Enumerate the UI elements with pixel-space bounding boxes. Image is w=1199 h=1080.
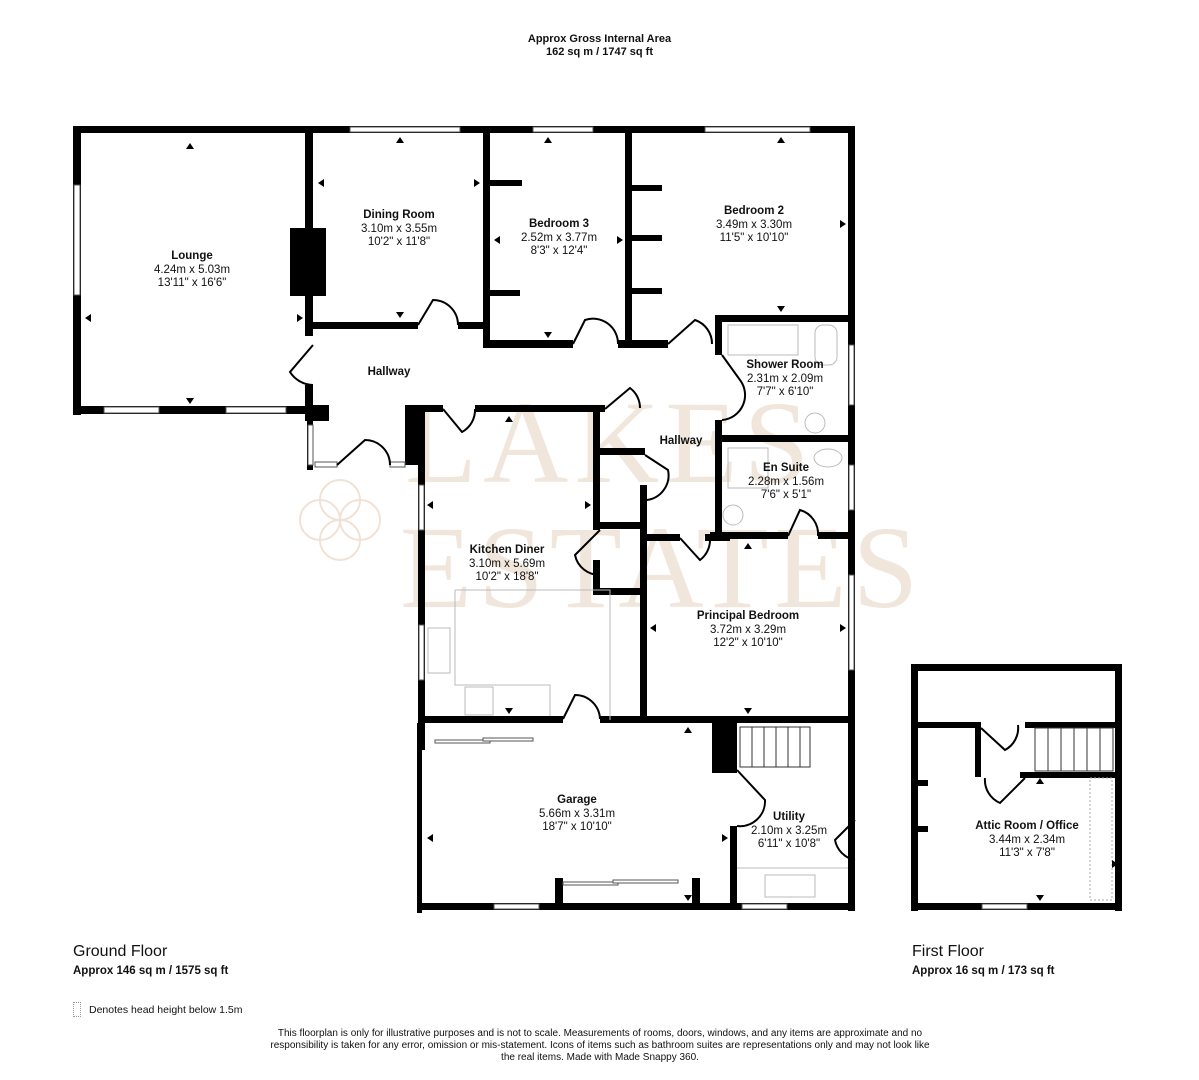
room-en-suite: En Suite 2.28m x 1.56m 7'6" x 5'1" bbox=[748, 462, 824, 503]
room-imperial: 6'11" x 10'8" bbox=[757, 838, 821, 850]
head-height-legend: Denotes head height below 1.5m bbox=[73, 1002, 243, 1017]
room-name: Utility bbox=[773, 811, 805, 823]
room-metric: 5.66m x 3.31m bbox=[538, 807, 616, 820]
room-imperial: 8'3" x 12'4" bbox=[530, 245, 588, 257]
ground-floor-title: Ground Floor bbox=[73, 943, 168, 960]
room-attic-office: Attic Room / Office 3.44m x 2.34m 11'3" … bbox=[975, 820, 1079, 861]
room-imperial: 13'11" x 16'6" bbox=[157, 277, 227, 289]
room-principal-bedroom: Principal Bedroom 3.72m x 3.29m 12'2" x … bbox=[697, 610, 799, 651]
room-metric: 2.52m x 3.77m bbox=[520, 231, 598, 244]
room-metric: 3.10m x 3.55m bbox=[360, 222, 438, 235]
room-name: En Suite bbox=[762, 462, 810, 474]
room-shower-room: Shower Room 2.31m x 2.09m 7'7" x 6'10" bbox=[746, 359, 823, 400]
first-floor-area: Approx 16 sq m / 173 sq ft bbox=[912, 965, 1055, 977]
room-name: Hallway bbox=[659, 435, 703, 447]
gross-area-value: 162 sq m / 1747 sq ft bbox=[546, 46, 653, 58]
ground-floor-caption: Ground Floor Approx 146 sq m / 1575 sq f… bbox=[73, 943, 228, 977]
room-metric: 4.24m x 5.03m bbox=[153, 263, 231, 276]
room-metric: 2.28m x 1.56m bbox=[747, 475, 825, 488]
room-metric: 3.72m x 3.29m bbox=[709, 623, 787, 636]
room-imperial: 7'6" x 5'1" bbox=[760, 489, 812, 501]
room-bedroom-3: Bedroom 3 2.52m x 3.77m 8'3" x 12'4" bbox=[521, 218, 597, 259]
room-name: Hallway bbox=[367, 366, 411, 378]
dotted-box-icon bbox=[73, 1002, 81, 1017]
room-imperial: 11'5" x 10'10" bbox=[719, 232, 789, 244]
room-hallway-2: Hallway bbox=[660, 435, 703, 449]
room-imperial: 18'7" x 10'10" bbox=[542, 821, 612, 833]
room-name: Dining Room bbox=[363, 209, 435, 221]
room-metric: 2.10m x 3.25m bbox=[750, 824, 828, 837]
ground-floor-area: Approx 146 sq m / 1575 sq ft bbox=[73, 965, 229, 977]
room-name: Lounge bbox=[171, 250, 213, 262]
room-name: Attic Room / Office bbox=[975, 820, 1079, 832]
room-utility: Utility 2.10m x 3.25m 6'11" x 10'8" bbox=[751, 811, 827, 852]
legend-text: Denotes head height below 1.5m bbox=[89, 1003, 243, 1016]
gross-area-title: Approx Gross Internal Area bbox=[527, 33, 672, 45]
watermark-logo-icon bbox=[299, 479, 381, 561]
room-lounge: Lounge 4.24m x 5.03m 13'11" x 16'6" bbox=[154, 250, 230, 291]
first-floor-caption: First Floor Approx 16 sq m / 173 sq ft bbox=[912, 943, 1055, 977]
room-imperial: 10'2" x 11'8" bbox=[367, 236, 431, 248]
room-name: Bedroom 3 bbox=[528, 218, 590, 230]
room-imperial: 10'2" x 18'8" bbox=[475, 571, 539, 583]
room-bedroom-2: Bedroom 2 3.49m x 3.30m 11'5" x 10'10" bbox=[716, 205, 792, 246]
room-imperial: 11'3" x 7'8" bbox=[999, 847, 1055, 859]
room-imperial: 7'7" x 6'10" bbox=[756, 386, 814, 398]
room-metric: 3.44m x 2.34m bbox=[988, 833, 1066, 846]
room-dining-room: Dining Room 3.10m x 3.55m 10'2" x 11'8" bbox=[361, 209, 437, 250]
room-garage: Garage 5.66m x 3.31m 18'7" x 10'10" bbox=[539, 794, 615, 835]
room-hallway-1: Hallway bbox=[368, 366, 411, 380]
room-name: Principal Bedroom bbox=[696, 610, 800, 622]
room-metric: 3.49m x 3.30m bbox=[715, 218, 793, 231]
disclaimer: This floorplan is only for illustrative … bbox=[270, 1028, 930, 1063]
room-metric: 2.31m x 2.09m bbox=[746, 372, 824, 385]
room-name: Kitchen Diner bbox=[469, 544, 545, 556]
room-imperial: 12'2" x 10'10" bbox=[713, 637, 783, 649]
room-name: Shower Room bbox=[746, 359, 824, 371]
room-kitchen-diner: Kitchen Diner 3.10m x 5.69m 10'2" x 18'8… bbox=[469, 544, 545, 585]
room-name: Bedroom 2 bbox=[723, 205, 785, 217]
gross-area-header: Approx Gross Internal Area 162 sq m / 17… bbox=[0, 33, 1199, 59]
room-name: Garage bbox=[557, 794, 597, 806]
room-metric: 3.10m x 5.69m bbox=[468, 557, 546, 570]
first-floor-title: First Floor bbox=[912, 943, 984, 960]
